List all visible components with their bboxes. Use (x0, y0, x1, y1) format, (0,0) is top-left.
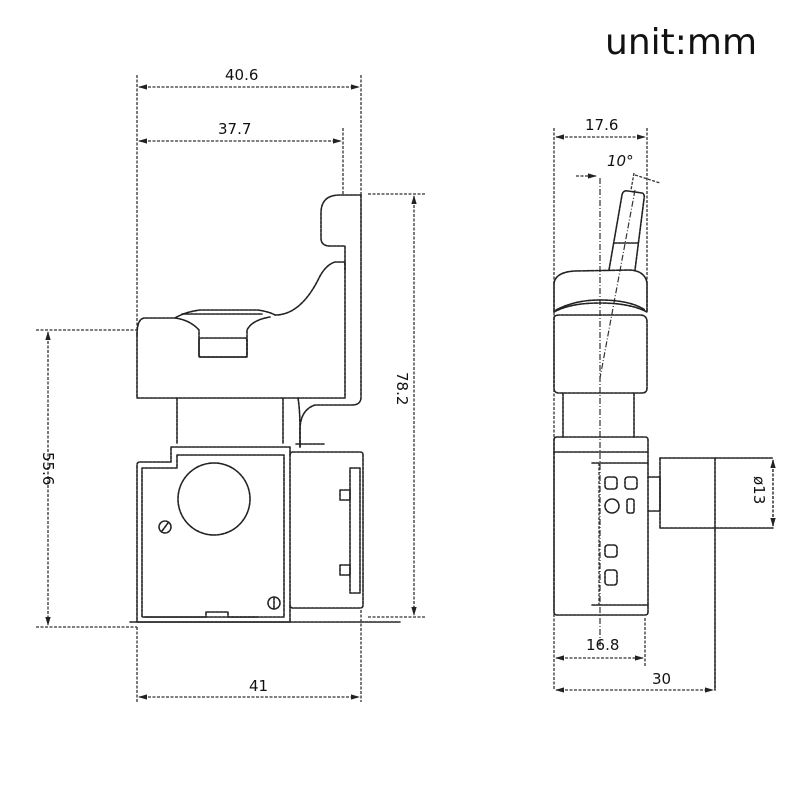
dim-body-width: 16.8 (586, 636, 619, 654)
dim-knob-diameter: ø13 (750, 476, 768, 504)
dim-right-height: 78.2 (393, 372, 411, 405)
terminal-icon (604, 569, 618, 586)
terminal-icon (604, 476, 618, 490)
terminal-icon (624, 476, 638, 490)
dim-overall-depth: 30 (652, 670, 671, 688)
dim-trigger-angle: 10° (607, 152, 634, 170)
dim-left-height: 55.6 (39, 452, 57, 485)
dim-top-width: 17.6 (585, 116, 618, 134)
terminal-icon (604, 544, 618, 558)
switch-circle (177, 462, 251, 536)
screw-left-icon (158, 520, 172, 534)
dim-top-inner-width: 37.7 (218, 120, 251, 138)
terminal-slot-icon (626, 498, 635, 514)
front-view: 40.6 37.7 (36, 66, 425, 702)
terminal-round-icon (604, 498, 620, 514)
dim-bottom-width: 41 (249, 677, 268, 695)
side-view: 17.6 10° (553, 116, 776, 693)
dim-top-outer-width: 40.6 (225, 66, 258, 84)
unit-label: unit:mm (605, 22, 758, 63)
